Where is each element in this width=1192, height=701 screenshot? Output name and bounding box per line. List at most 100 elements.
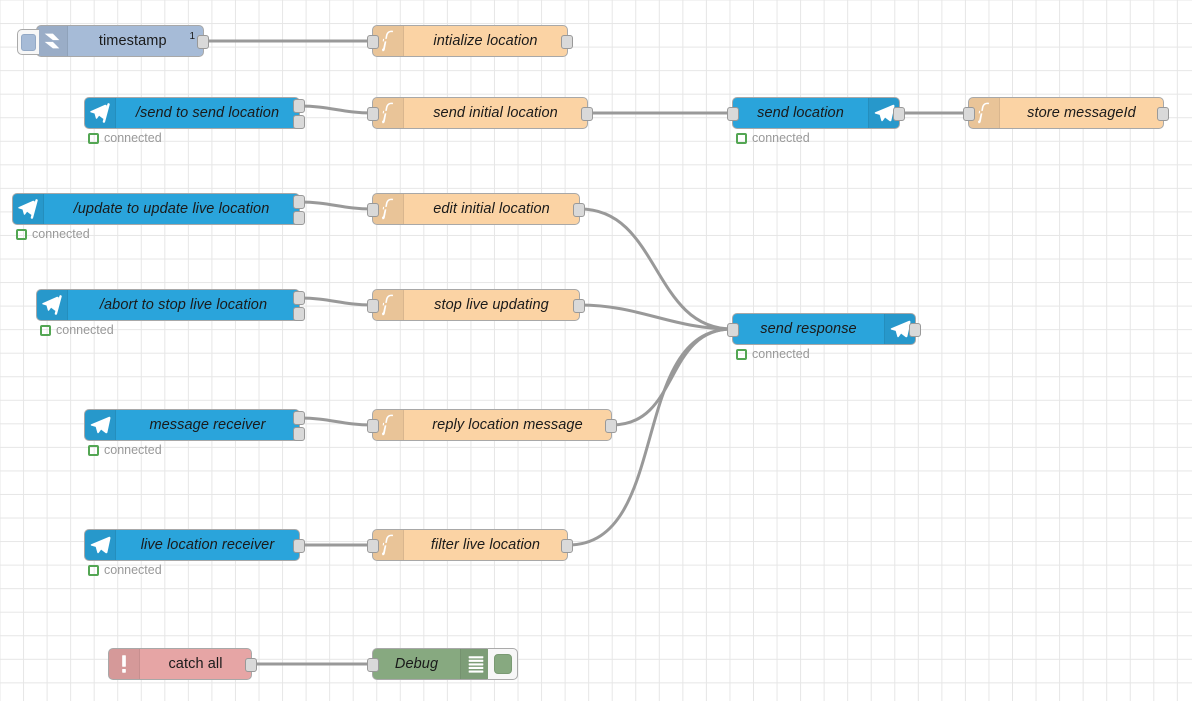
node-label: timestamp <box>98 33 167 49</box>
status-label: connected <box>104 131 162 145</box>
node-tg-send-location[interactable]: send location <box>727 97 905 129</box>
output-port-2[interactable] <box>293 115 305 129</box>
telegram-plane-icon <box>85 530 116 560</box>
node-fn-filter-live-location[interactable]: filter live location <box>367 529 573 561</box>
node-label: reply location message <box>432 417 583 433</box>
telegram-command-icon <box>13 194 44 224</box>
output-port[interactable] <box>573 299 585 313</box>
node-label: intialize location <box>433 33 538 49</box>
status-square-icon <box>16 228 27 240</box>
input-port[interactable] <box>367 203 379 217</box>
node-fn-stop-live-updating[interactable]: stop live updating <box>367 289 585 321</box>
node-label: catch all <box>168 656 223 672</box>
wire-fn-edit-initial-location-to-tg-send-response[interactable] <box>578 207 734 331</box>
output-port-1[interactable] <box>293 291 305 305</box>
node-tg-send-response[interactable]: send response <box>727 313 921 345</box>
output-port[interactable] <box>561 35 573 49</box>
node-debug-node[interactable]: Debug <box>367 648 518 680</box>
node-tg-live-location-receiver[interactable]: live location receiver <box>84 529 305 561</box>
node-status-tg-message-receiver: connected <box>88 443 162 457</box>
node-tg-send-command[interactable]: /send to send location <box>84 97 305 129</box>
wire-tg-message-receiver-to-fn-reply-location-message[interactable] <box>298 416 374 427</box>
node-label: /abort to stop live location <box>99 297 268 313</box>
output-port[interactable] <box>561 539 573 553</box>
status-label: connected <box>56 323 114 337</box>
node-fn-store-messageid[interactable]: store messageId <box>963 97 1169 129</box>
status-label: connected <box>752 347 810 361</box>
input-port[interactable] <box>367 419 379 433</box>
debug-list-icon <box>460 649 491 679</box>
output-port[interactable] <box>293 539 305 553</box>
telegram-plane-icon <box>868 98 899 128</box>
input-port[interactable] <box>963 107 975 121</box>
node-label: /send to send location <box>135 105 280 121</box>
wire-tg-send-command-to-fn-send-initial-location[interactable] <box>298 104 374 115</box>
input-port[interactable] <box>367 107 379 121</box>
wire-tg-update-command-to-fn-edit-initial-location[interactable] <box>298 200 374 211</box>
node-catch-all[interactable]: catch all <box>108 648 257 680</box>
node-label: /update to update live location <box>73 201 270 217</box>
status-square-icon <box>88 132 99 144</box>
output-port-1[interactable] <box>293 411 305 425</box>
output-port[interactable] <box>909 323 921 337</box>
node-label: stop live updating <box>434 297 549 313</box>
node-tg-message-receiver[interactable]: message receiver <box>84 409 305 441</box>
input-port[interactable] <box>727 323 739 337</box>
wire-fn-stop-live-updating-to-tg-send-response[interactable] <box>578 303 734 331</box>
status-square-icon <box>736 132 747 144</box>
status-square-icon <box>88 444 99 456</box>
node-tg-abort-command[interactable]: /abort to stop live location <box>36 289 305 321</box>
output-port[interactable] <box>245 658 257 672</box>
output-port-1[interactable] <box>293 99 305 113</box>
node-label: filter live location <box>430 537 541 553</box>
output-port[interactable] <box>605 419 617 433</box>
node-status-tg-send-location: connected <box>736 131 810 145</box>
output-port-1[interactable] <box>293 195 305 209</box>
node-fn-send-initial-location[interactable]: send initial location <box>367 97 593 129</box>
status-label: connected <box>104 443 162 457</box>
node-status-tg-send-response: connected <box>736 347 810 361</box>
node-status-tg-live-location-receiver: connected <box>88 563 162 577</box>
telegram-command-icon <box>85 98 116 128</box>
node-label: live location receiver <box>140 537 275 553</box>
output-port-2[interactable] <box>293 307 305 321</box>
wire-fn-reply-location-message-to-tg-send-response[interactable] <box>610 327 734 427</box>
input-port[interactable] <box>367 299 379 313</box>
inject-trigger-button[interactable] <box>17 29 39 55</box>
node-label: edit initial location <box>433 201 550 217</box>
node-label: send response <box>760 321 857 337</box>
telegram-command-icon <box>37 290 68 320</box>
function-f-icon <box>969 98 1000 128</box>
node-label: store messageId <box>1027 105 1136 121</box>
wire-tg-abort-command-to-fn-stop-live-updating[interactable] <box>298 296 374 307</box>
node-status-tg-abort-command: connected <box>40 323 114 337</box>
debug-toggle-square-icon <box>493 654 512 674</box>
node-fn-intialize-location[interactable]: intialize location <box>367 25 573 57</box>
output-port-2[interactable] <box>293 211 305 225</box>
inject-button-square-icon <box>21 33 36 51</box>
status-label: connected <box>104 563 162 577</box>
node-tg-update-command[interactable]: /update to update live location <box>12 193 305 225</box>
inject-arrow-icon <box>37 26 68 56</box>
output-port[interactable] <box>1157 107 1169 121</box>
node-status-tg-update-command: connected <box>16 227 90 241</box>
output-port-2[interactable] <box>293 427 305 441</box>
output-port[interactable] <box>581 107 593 121</box>
status-square-icon <box>40 324 51 336</box>
node-fn-edit-initial-location[interactable]: edit initial location <box>367 193 585 225</box>
node-label: send location <box>757 105 844 121</box>
output-port[interactable] <box>893 107 905 121</box>
output-port[interactable] <box>573 203 585 217</box>
input-port[interactable] <box>367 658 379 672</box>
status-square-icon <box>88 564 99 576</box>
input-port[interactable] <box>727 107 739 121</box>
status-label: connected <box>752 131 810 145</box>
node-fn-reply-location-message[interactable]: reply location message <box>367 409 617 441</box>
node-label: Debug <box>394 656 439 672</box>
input-port[interactable] <box>367 539 379 553</box>
output-port[interactable] <box>197 35 209 49</box>
debug-enable-toggle[interactable] <box>488 648 518 680</box>
input-port[interactable] <box>367 35 379 49</box>
